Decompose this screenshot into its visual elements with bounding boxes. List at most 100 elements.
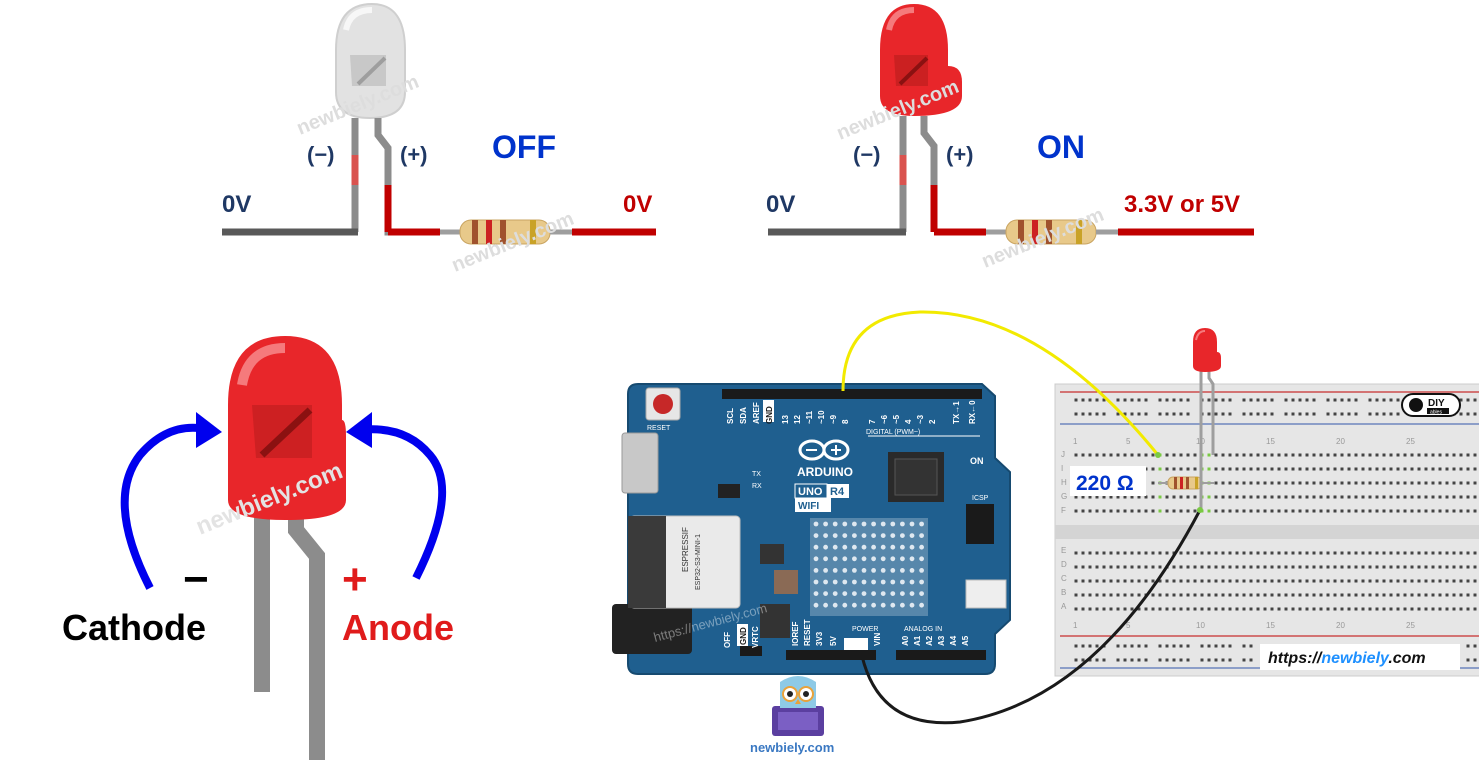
off-left-voltage: 0V <box>222 191 251 218</box>
wifi-badge <box>795 498 831 512</box>
breadboard-hole <box>1375 565 1379 569</box>
breadboard-hole <box>1186 551 1190 555</box>
breadboard-hole <box>1270 579 1274 583</box>
breadboard-hole <box>1305 509 1309 513</box>
breadboard-hole <box>1305 593 1309 597</box>
breadboard-hole <box>1291 593 1295 597</box>
breadboard-hole <box>1459 593 1463 597</box>
breadboard-hole <box>1102 607 1106 611</box>
breadboard-hole <box>1459 495 1463 499</box>
breadboard-hole <box>1144 509 1148 513</box>
breadboard-hole <box>1270 551 1274 555</box>
breadboard-hole <box>1431 481 1435 485</box>
rail-hole <box>1375 412 1379 416</box>
matrix-led <box>861 568 867 573</box>
bottom-pin-label: 5V <box>829 636 838 646</box>
breadboard-hole <box>1361 467 1365 471</box>
breadboard-hole <box>1256 481 1260 485</box>
breadboard-hole <box>1354 607 1358 611</box>
breadboard-hole <box>1424 509 1428 513</box>
bottom-pin-label: VIN <box>873 632 882 646</box>
breadboard-hole <box>1109 551 1113 555</box>
bottom-pin-label: IOREF <box>791 621 800 646</box>
breadboard-hole <box>1263 593 1267 597</box>
rail-hole <box>1228 398 1232 402</box>
matrix-led <box>890 579 896 585</box>
rail-hole <box>1340 412 1344 416</box>
rail-hole <box>1130 398 1134 402</box>
matrix-led <box>861 556 867 562</box>
top-pin-label: 13 <box>781 415 790 424</box>
bottom-pin-label: A1 <box>913 635 922 646</box>
breadboard-hole <box>1193 453 1197 457</box>
breadboard-hole <box>1403 593 1407 597</box>
breadboard-hole <box>1137 495 1141 499</box>
breadboard-hole <box>1473 607 1477 611</box>
breadboard-hole <box>1088 579 1092 583</box>
svg-text:5: 5 <box>1126 437 1131 446</box>
breadboard-hole <box>1319 467 1323 471</box>
breadboard-hole <box>1340 565 1344 569</box>
matrix-led <box>871 556 876 562</box>
breadboard-hole <box>1298 551 1302 555</box>
breadboard-hole <box>1333 607 1337 611</box>
breadboard-hole <box>1382 551 1386 555</box>
breadboard-hole <box>1130 453 1134 457</box>
breadboard-hole <box>1109 565 1113 569</box>
breadboard-hole <box>1193 551 1197 555</box>
rail-hole <box>1095 412 1099 416</box>
matrix-led <box>880 533 886 538</box>
breadboard-hole <box>1123 579 1127 583</box>
cathode-arrow-icon <box>120 412 222 590</box>
breadboard-hole <box>1417 467 1421 471</box>
breadboard-hole <box>1438 495 1442 499</box>
breadboard-hole <box>1368 579 1372 583</box>
breadboard-hole <box>1081 509 1085 513</box>
matrix-led <box>842 579 848 585</box>
matrix-led <box>852 568 857 573</box>
breadboard-hole <box>1172 495 1176 499</box>
breadboard-hole <box>1368 565 1372 569</box>
breadboard-hole <box>1165 593 1169 597</box>
gnd-pin-highlight <box>844 638 868 650</box>
rail-hole <box>1256 398 1260 402</box>
breadboard-hole <box>1340 509 1344 513</box>
rail-hole <box>1256 412 1260 416</box>
digital-header-label: DIGITAL (PWM~) <box>866 429 920 436</box>
breadboard-hole <box>1137 565 1141 569</box>
breadboard-hole <box>1403 607 1407 611</box>
breadboard-hole <box>1123 509 1127 513</box>
breadboard-hole <box>1095 509 1099 513</box>
rail-hole <box>1214 412 1218 416</box>
breadboard-hole <box>1221 495 1225 499</box>
rail-hole <box>1137 398 1141 402</box>
rail-hole <box>1144 658 1148 662</box>
breadboard-hole <box>1417 495 1421 499</box>
top-pin-label: TX→1 <box>952 401 961 424</box>
breadboard-hole <box>1144 495 1148 499</box>
matrix-led <box>909 521 915 527</box>
breadboard: 1 5 10 15 20 25 1 5 10 15 20 25 J I H G … <box>1054 328 1479 677</box>
matrix-led <box>813 533 819 538</box>
rail-hole <box>1214 644 1218 648</box>
breadboard-hole <box>1396 593 1400 597</box>
rail-hole <box>1207 644 1211 648</box>
matrix-led <box>880 556 886 562</box>
rail-hole <box>1088 398 1092 402</box>
breadboard-hole <box>1319 509 1323 513</box>
rail-hole <box>1347 398 1351 402</box>
breadboard-hole <box>1172 607 1176 611</box>
breadboard-hole <box>1466 467 1470 471</box>
icsp-header <box>966 504 994 544</box>
rail-hole <box>1473 398 1477 402</box>
rail-hole <box>1179 398 1183 402</box>
rail-hole <box>1270 412 1274 416</box>
breadboard-hole <box>1354 579 1358 583</box>
breadboard-hole <box>1102 565 1106 569</box>
breadboard-hole <box>1291 495 1295 499</box>
rail-hole <box>1095 644 1099 648</box>
breadboard-row-letters: J I H G F E D C B A <box>1061 450 1067 611</box>
breadboard-hole <box>1074 579 1078 583</box>
breadboard-hole <box>1256 565 1260 569</box>
